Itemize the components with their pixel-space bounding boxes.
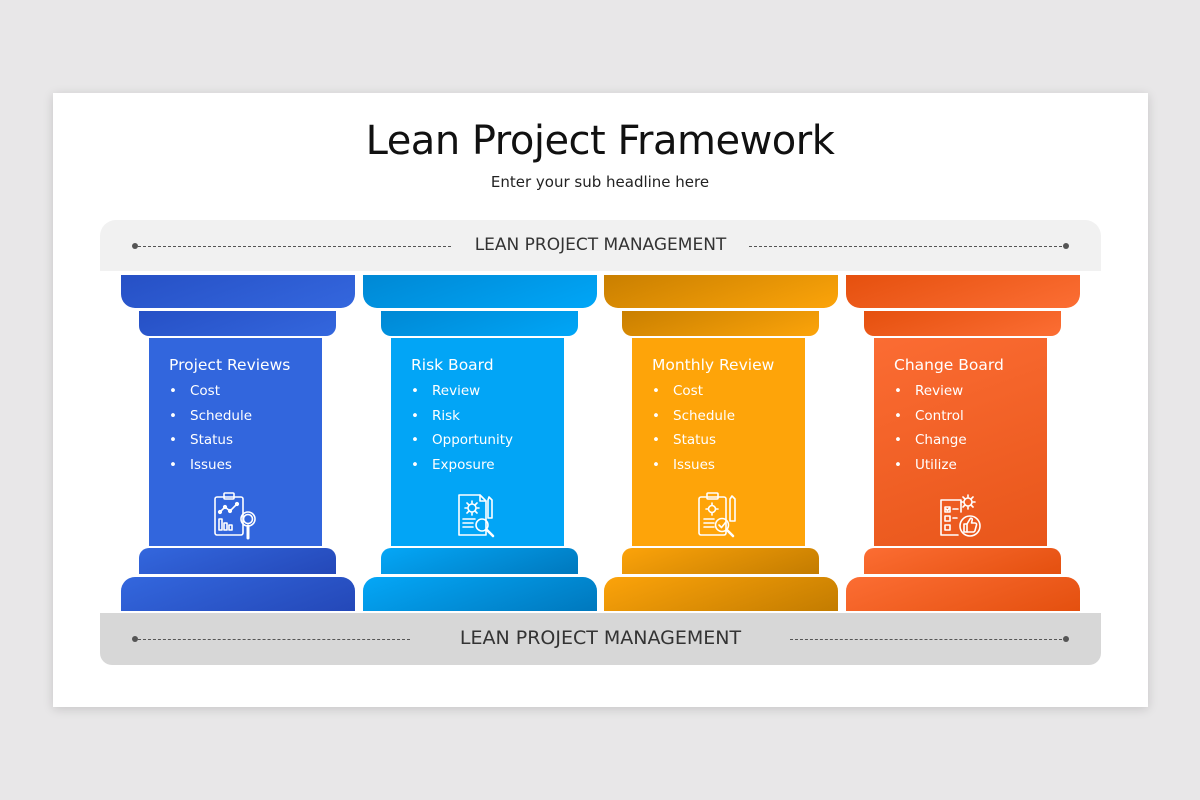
list-item: •Change (894, 432, 967, 449)
pillar-capital-top (604, 275, 838, 308)
pillar-capital-top (121, 275, 355, 308)
pillar-base-bottom (604, 577, 838, 611)
pillar-shaft: Change Board •Review •Control •Change •U… (874, 338, 1047, 546)
list-item: •Risk (411, 407, 460, 424)
pillar-capital-lower (622, 311, 819, 336)
slide-subtitle: Enter your sub headline here (490, 173, 710, 191)
dashed-line-left (138, 246, 451, 247)
list-item: •Status (169, 432, 234, 449)
pillar-project-reviews: Project Reviews •Cost •Schedule •Status … (121, 275, 355, 611)
pillar-capital-top (363, 275, 597, 308)
pillar-change-board: Change Board •Review •Control •Change •U… (846, 275, 1080, 611)
pillar-base-bottom (846, 577, 1080, 611)
band-dot-right (1063, 243, 1069, 249)
pillar-base-upper (864, 548, 1061, 574)
pillar-shaft: Monthly Review •Cost •Schedule •Status •… (632, 338, 805, 546)
list-item: •Cost (652, 383, 704, 399)
pillar-list: •Cost •Schedule •Status •Issues (169, 383, 252, 482)
list-item: •Schedule (169, 407, 253, 424)
clipboard-gear-checkmark-icon (698, 492, 736, 538)
pillar-monthly-review: Monthly Review •Cost •Schedule •Status •… (604, 275, 838, 611)
pillar-title: Project Reviews (169, 356, 291, 374)
list-item: •Schedule (652, 407, 736, 424)
list-item: •Review (411, 383, 481, 399)
top-band: LEAN PROJECT MANAGEMENT (100, 220, 1101, 271)
list-item: •Cost (169, 383, 221, 399)
list-item: •Exposure (411, 457, 495, 474)
band-dot-left (132, 243, 138, 249)
pillar-capital-lower (864, 311, 1061, 336)
pillar-capital-lower (139, 311, 336, 336)
slide-title: Lean Project Framework (365, 118, 835, 164)
pillar-title: Risk Board (411, 356, 494, 374)
pillar-list: •Review •Control •Change •Utilize (894, 383, 967, 482)
pillar-shaft: Project Reviews •Cost •Schedule •Status … (149, 338, 322, 546)
list-item: •Utilize (894, 457, 957, 474)
document-gear-magnifier-icon (458, 494, 495, 538)
pillar-capital-lower (381, 311, 578, 336)
pillar-title: Change Board (894, 356, 1004, 374)
dashed-line-left (138, 639, 410, 640)
pillar-list: •Cost •Schedule •Status •Issues (652, 383, 735, 482)
list-item: •Opportunity (411, 432, 514, 449)
bottom-band: LEAN PROJECT MANAGEMENT (100, 613, 1101, 665)
pillar-base-upper (139, 548, 336, 574)
pillar-risk-board: Risk Board •Review •Risk •Opportunity •E… (363, 275, 597, 611)
band-dot-left (132, 636, 138, 642)
list-item: •Status (652, 432, 717, 449)
pillar-base-upper (622, 548, 819, 574)
checklist-gear-thumbsup-icon (940, 494, 981, 537)
clipboard-chart-magnifier-icon (214, 492, 256, 540)
pillar-title: Monthly Review (652, 356, 775, 374)
pillar-shaft: Risk Board •Review •Risk •Opportunity •E… (391, 338, 564, 546)
dashed-line-right (749, 246, 1062, 247)
list-item: •Control (894, 407, 964, 424)
pillar-capital-top (846, 275, 1080, 308)
top-band-label: LEAN PROJECT MANAGEMENT (474, 235, 727, 255)
pillar-base-bottom (363, 577, 597, 611)
list-item: •Issues (169, 457, 232, 474)
bottom-band-label: LEAN PROJECT MANAGEMENT (459, 627, 742, 649)
dashed-line-right (790, 639, 1062, 640)
pillar-base-upper (381, 548, 578, 574)
list-item: •Issues (652, 457, 715, 474)
band-dot-right (1063, 636, 1069, 642)
pillar-base-bottom (121, 577, 355, 611)
list-item: •Review (894, 383, 964, 399)
pillar-list: •Review •Risk •Opportunity •Exposure (411, 383, 513, 482)
